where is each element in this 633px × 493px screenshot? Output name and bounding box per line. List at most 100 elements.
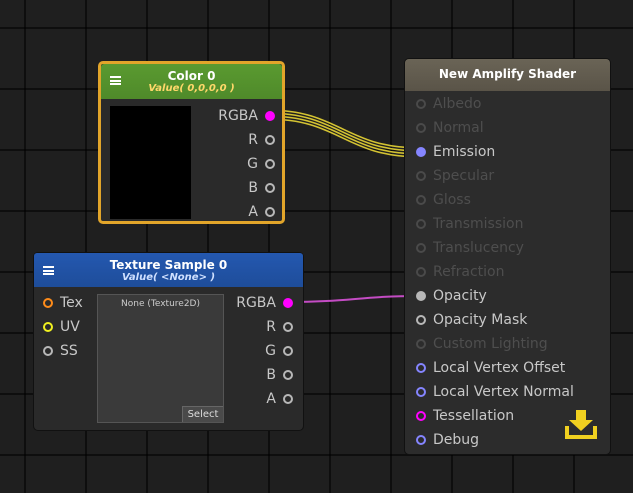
texture-slot-label: None (Texture2D)	[121, 299, 200, 309]
texture-output-rgba-dot[interactable]	[283, 298, 293, 308]
shader-input-albedo-dot[interactable]	[416, 99, 426, 109]
texture-node-subtitle: Value( <None> )	[121, 272, 216, 283]
shader-input-local-vertex-offset[interactable]: Local Vertex Offset	[416, 359, 606, 377]
shader-input-transmission-dot[interactable]	[416, 219, 426, 229]
shader-input-opacity-dot[interactable]	[416, 291, 426, 301]
shader-input-emission-label: Emission	[433, 144, 496, 160]
color-output-a-dot[interactable]	[265, 207, 275, 217]
menu-icon[interactable]	[43, 266, 54, 275]
color-output-b-dot[interactable]	[265, 183, 275, 193]
shader-input-tessellation-dot[interactable]	[416, 411, 426, 421]
shader-input-debug-label: Debug	[433, 432, 480, 448]
shader-input-tessellation-label: Tessellation	[433, 408, 515, 424]
texture-output-r[interactable]: R	[229, 318, 293, 336]
texture-to-opacity-wire	[286, 295, 421, 303]
texture-node-header[interactable]: Texture Sample 0 Value( <None> )	[34, 253, 303, 287]
shader-node-title: New Amplify Shader	[438, 67, 577, 81]
shader-input-specular-dot[interactable]	[416, 171, 426, 181]
shader-input-local-vertex-offset-dot[interactable]	[416, 363, 426, 373]
texture-input-tex-dot[interactable]	[43, 298, 53, 308]
menu-icon[interactable]	[110, 76, 121, 85]
shader-input-opacity-mask[interactable]: Opacity Mask	[416, 311, 606, 329]
shader-input-translucency-dot[interactable]	[416, 243, 426, 253]
color-output-a[interactable]: A	[201, 203, 275, 221]
shader-input-normal[interactable]: Normal	[416, 119, 606, 137]
color-output-r-dot[interactable]	[265, 135, 275, 145]
shader-input-refraction[interactable]: Refraction	[416, 263, 606, 281]
texture-input-tex[interactable]: Tex	[43, 294, 93, 312]
texture-output-b-label: B	[266, 367, 276, 383]
shader-input-opacity-label: Opacity	[433, 288, 487, 304]
shader-input-debug-dot[interactable]	[416, 435, 426, 445]
shader-input-transmission[interactable]: Transmission	[416, 215, 606, 233]
color-output-g-dot[interactable]	[265, 159, 275, 169]
shader-input-refraction-dot[interactable]	[416, 267, 426, 277]
color-output-b-label: B	[248, 180, 258, 196]
color-output-rgba-label: RGBA	[218, 108, 258, 124]
texture-output-r-dot[interactable]	[283, 322, 293, 332]
shader-input-emission-dot[interactable]	[416, 147, 426, 157]
select-texture-button[interactable]: Select	[182, 406, 223, 422]
color-to-emission-wire	[266, 109, 421, 158]
texture-output-g-label: G	[265, 343, 276, 359]
shader-input-opacity-mask-dot[interactable]	[416, 315, 426, 325]
save-to-disk-icon[interactable]	[563, 409, 599, 441]
color-output-rgba[interactable]: RGBA	[201, 107, 275, 125]
texture-output-a-dot[interactable]	[283, 394, 293, 404]
texture-output-rgba-label: RGBA	[236, 295, 276, 311]
texture-node-title: Texture Sample 0	[109, 258, 228, 272]
shader-input-specular[interactable]: Specular	[416, 167, 606, 185]
shader-input-transmission-label: Transmission	[433, 216, 524, 232]
color-output-r[interactable]: R	[201, 131, 275, 149]
color-output-g[interactable]: G	[201, 155, 275, 173]
shader-input-refraction-label: Refraction	[433, 264, 505, 280]
shader-input-local-vertex-normal[interactable]: Local Vertex Normal	[416, 383, 606, 401]
texture-input-uv-dot[interactable]	[43, 322, 53, 332]
shader-input-opacity-mask-label: Opacity Mask	[433, 312, 528, 328]
color-output-r-label: R	[248, 132, 258, 148]
shader-input-custom-lighting-dot[interactable]	[416, 339, 426, 349]
shader-node-header[interactable]: New Amplify Shader	[405, 59, 610, 91]
shader-input-tessellation[interactable]: Tessellation	[416, 407, 606, 425]
texture-output-g[interactable]: G	[229, 342, 293, 360]
texture-input-ss-dot[interactable]	[43, 346, 53, 356]
shader-input-local-vertex-normal-label: Local Vertex Normal	[433, 384, 574, 400]
color-output-g-label: G	[247, 156, 258, 172]
texture-output-a-label: A	[266, 391, 276, 407]
shader-input-local-vertex-normal-dot[interactable]	[416, 387, 426, 397]
shader-input-normal-dot[interactable]	[416, 123, 426, 133]
color-preview	[110, 106, 191, 219]
texture-input-ss[interactable]: SS	[43, 342, 93, 360]
texture-output-b-dot[interactable]	[283, 370, 293, 380]
shader-input-translucency[interactable]: Translucency	[416, 239, 606, 257]
shader-input-emission[interactable]: Emission	[416, 143, 606, 161]
texture-output-rgba[interactable]: RGBA	[229, 294, 293, 312]
color-output-a-label: A	[248, 204, 258, 220]
shader-input-albedo[interactable]: Albedo	[416, 95, 606, 113]
shader-input-debug[interactable]: Debug	[416, 431, 606, 449]
shader-input-custom-lighting[interactable]: Custom Lighting	[416, 335, 606, 353]
shader-input-gloss-label: Gloss	[433, 192, 471, 208]
shader-input-specular-label: Specular	[433, 168, 495, 184]
shader-input-normal-label: Normal	[433, 120, 484, 136]
texture-output-b[interactable]: B	[229, 366, 293, 384]
color-node-title: Color 0	[167, 69, 216, 83]
shader-input-opacity[interactable]: Opacity	[416, 287, 606, 305]
color-node-header[interactable]: Color 0 Value( 0,0,0,0 )	[101, 64, 282, 99]
shader-input-custom-lighting-label: Custom Lighting	[433, 336, 548, 352]
shader-input-gloss[interactable]: Gloss	[416, 191, 606, 209]
texture-input-uv[interactable]: UV	[43, 318, 93, 336]
color-output-rgba-dot[interactable]	[265, 111, 275, 121]
color-node-subtitle: Value( 0,0,0,0 )	[148, 83, 235, 94]
shader-input-gloss-dot[interactable]	[416, 195, 426, 205]
texture-input-tex-label: Tex	[60, 295, 83, 311]
texture-output-a[interactable]: A	[229, 390, 293, 408]
texture-input-uv-label: UV	[60, 319, 80, 335]
texture-slot[interactable]: None (Texture2D) Select	[97, 294, 224, 423]
color-output-b[interactable]: B	[201, 179, 275, 197]
texture-output-g-dot[interactable]	[283, 346, 293, 356]
